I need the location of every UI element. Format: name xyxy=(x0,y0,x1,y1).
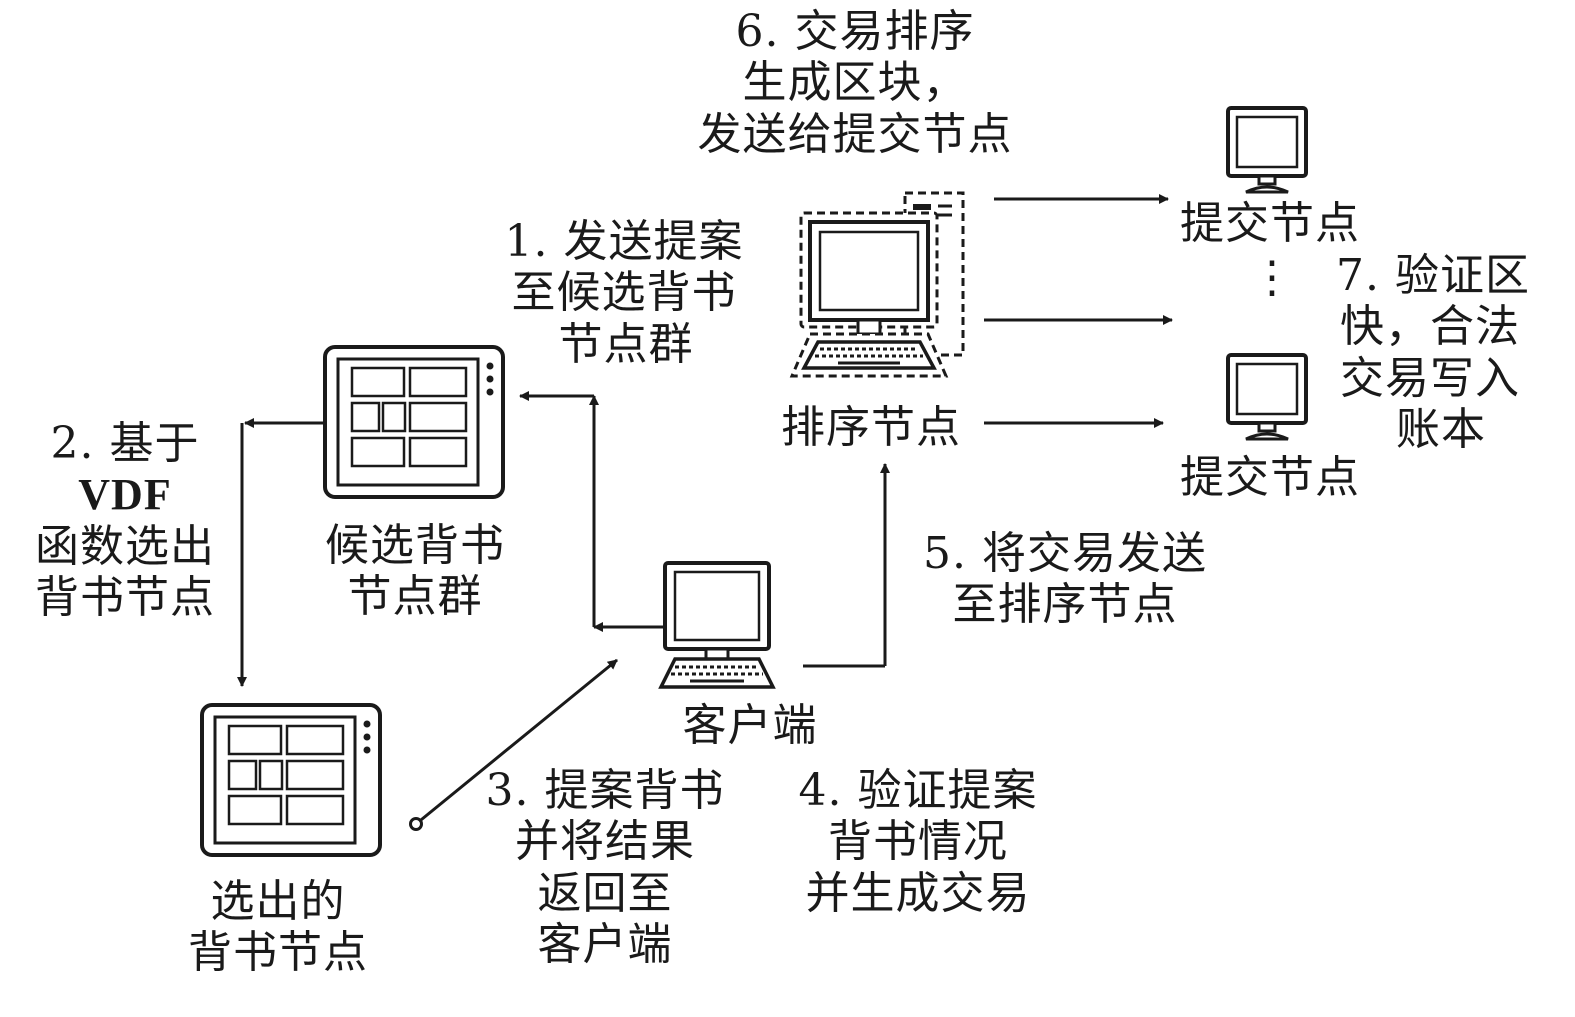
step3-line3: 返回至 xyxy=(537,867,673,919)
step7-line3: 交易写入 xyxy=(1340,352,1520,404)
step7-line4: 账本 xyxy=(1396,404,1486,456)
step2-line2: VDF xyxy=(78,470,172,520)
candidate-endorsers-line1: 候选背书 xyxy=(325,520,505,571)
step1-line2: 至候选背书 xyxy=(511,267,737,319)
client-computer-icon xyxy=(658,561,776,689)
step3-line4: 客户端 xyxy=(537,919,673,971)
committer-bottom-monitor-icon xyxy=(1226,353,1308,441)
selected-endorsers-label: 选出的 背书节点 xyxy=(168,876,388,979)
step4-line1: 4. 验证提案 xyxy=(798,765,1038,816)
step7-label: 7. 验证区 快，合法 交易写入 账本 xyxy=(1326,250,1556,456)
step5-label: 5. 将交易发送 至排序节点 xyxy=(900,528,1230,631)
step6-line3: 发送给提交节点 xyxy=(697,108,1013,160)
step4-line3: 并生成交易 xyxy=(805,867,1031,919)
step2-label: 2. 基于 VDF 函数选出 背书节点 xyxy=(18,418,232,624)
arrow-step3-origin-dot xyxy=(409,817,423,831)
committer-top-monitor-icon xyxy=(1226,106,1308,194)
step2-line4: 背书节点 xyxy=(35,572,215,624)
step1-label: 1. 发送提案 至候选背书 节点群 xyxy=(488,216,760,370)
selected-endorsers-line2: 背书节点 xyxy=(188,927,368,979)
step5-line1: 5. 将交易发送 xyxy=(923,528,1207,579)
selected-endorsers-tablet-icon xyxy=(200,703,382,857)
candidate-endorsers-line2: 节点群 xyxy=(347,571,483,623)
step4-line2: 背书情况 xyxy=(828,816,1008,868)
candidate-endorsers-tablet-icon xyxy=(323,345,505,499)
committer-ellipsis: ⋮ xyxy=(1250,252,1295,303)
step4-label: 4. 验证提案 背书情况 并生成交易 xyxy=(778,765,1058,919)
step1-line1: 1. 发送提案 xyxy=(504,216,744,267)
committer-bottom-label: 提交节点 xyxy=(1180,452,1360,503)
orderer-label: 排序节点 xyxy=(781,402,961,453)
candidate-endorsers-label: 候选背书 节点群 xyxy=(304,520,526,623)
step6-line1: 6. 交易排序 xyxy=(735,6,975,57)
step1-line3: 节点群 xyxy=(558,318,694,370)
step6-label: 6. 交易排序 生成区块， 发送给提交节点 xyxy=(670,6,1040,160)
step2-line1: 2. 基于 xyxy=(50,418,200,469)
step3-line1: 3. 提案背书 xyxy=(485,765,725,816)
step5-line2: 至排序节点 xyxy=(952,579,1178,631)
step7-line1: 7. 验证区 xyxy=(1336,250,1530,301)
step6-line2: 生成区块， xyxy=(742,57,968,109)
arrow-step3-return-to-client xyxy=(415,658,618,826)
step2-line3: 函数选出 xyxy=(35,520,215,572)
step3-line2: 并将结果 xyxy=(515,816,695,868)
committer-top-label: 提交节点 xyxy=(1180,198,1360,249)
step7-line2: 快，合法 xyxy=(1340,301,1520,353)
selected-endorsers-line1: 选出的 xyxy=(210,876,346,927)
step3-label: 3. 提案背书 并将结果 返回至 客户端 xyxy=(470,765,740,971)
client-label: 客户端 xyxy=(682,700,818,751)
orderer-computer-icon xyxy=(789,191,965,378)
